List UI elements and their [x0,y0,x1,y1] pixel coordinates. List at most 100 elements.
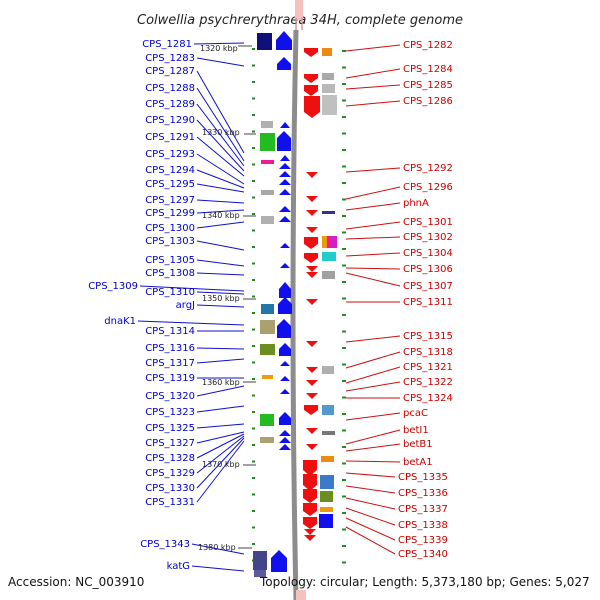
gene-label-forward[interactable]: CPS_1281 [142,39,192,50]
gene-feature[interactable] [322,48,332,56]
gene-feature[interactable] [260,437,274,443]
gene-arrow[interactable] [277,319,291,338]
gene-arrow[interactable] [304,48,318,57]
gene-label-forward[interactable]: CPS_1325 [145,423,195,434]
gene-label-reverse[interactable]: betI1 [403,425,429,436]
gene-label-forward[interactable]: CPS_1295 [145,179,195,190]
gene-label-reverse[interactable]: CPS_1285 [403,80,453,91]
gene-feature[interactable] [321,456,334,462]
gene-feature[interactable] [322,84,335,93]
gene-arrow[interactable] [279,282,291,298]
gene-feature[interactable] [322,252,336,261]
gene-label-reverse[interactable]: CPS_1302 [403,232,453,243]
gene-arrow[interactable] [304,529,316,535]
gene-label-forward[interactable]: CPS_1327 [145,438,195,449]
gene-arrow[interactable] [304,74,318,83]
gene-feature[interactable] [262,375,273,379]
gene-label-forward[interactable]: CPS_1288 [145,83,195,94]
gene-label-forward[interactable]: CPS_1293 [145,149,195,160]
gene-label-reverse[interactable]: CPS_1284 [403,64,453,75]
gene-label-reverse[interactable]: CPS_1336 [398,488,448,499]
gene-label-reverse[interactable]: CPS_1339 [398,535,448,546]
gene-feature[interactable] [322,95,337,115]
gene-arrow[interactable] [303,517,317,529]
gene-label-reverse[interactable]: CPS_1286 [403,96,453,107]
gene-arrow[interactable] [280,389,290,394]
gene-arrow[interactable] [279,437,291,443]
gene-label-forward[interactable]: CPS_1294 [145,165,195,176]
gene-arrow[interactable] [306,172,318,178]
gene-label-forward[interactable]: CPS_1303 [145,236,195,247]
gene-arrow[interactable] [304,253,318,263]
gene-label-reverse[interactable]: CPS_1340 [398,549,448,560]
gene-feature[interactable] [261,216,274,224]
gene-feature[interactable] [327,236,332,248]
gene-label-forward[interactable]: argJ [176,300,195,311]
gene-arrow[interactable] [306,210,318,216]
gene-arrow[interactable] [271,550,287,572]
gene-label-forward[interactable]: CPS_1290 [145,115,195,126]
gene-arrow[interactable] [279,343,291,356]
gene-label-reverse[interactable]: CPS_1335 [398,472,448,483]
gene-arrow[interactable] [280,376,290,381]
gene-label-reverse[interactable]: CPS_1292 [403,163,453,174]
gene-arrow[interactable] [280,361,290,366]
gene-feature[interactable] [261,160,274,164]
gene-label-reverse[interactable]: pcaC [403,408,428,419]
gene-feature[interactable] [261,121,273,128]
gene-label-forward[interactable]: dnaK1 [104,316,136,327]
gene-arrow[interactable] [279,171,291,177]
gene-arrow[interactable] [303,474,317,491]
gene-arrow[interactable] [306,380,318,386]
gene-label-reverse[interactable]: CPS_1321 [403,362,453,373]
gene-arrow[interactable] [279,216,291,222]
gene-arrow[interactable] [303,489,317,503]
gene-feature[interactable] [320,507,333,512]
gene-arrow[interactable] [279,163,291,169]
gene-feature[interactable] [254,570,266,577]
gene-arrow[interactable] [280,263,290,268]
gene-label-reverse[interactable]: betA1 [403,457,433,468]
gene-label-reverse[interactable]: phnA [403,198,429,209]
gene-arrow[interactable] [276,31,292,50]
gene-label-reverse[interactable]: CPS_1318 [403,347,453,358]
gene-arrow[interactable] [279,430,291,436]
gene-arrow[interactable] [280,122,290,128]
gene-feature[interactable] [261,304,274,314]
gene-feature[interactable] [322,366,334,374]
gene-label-forward[interactable]: CPS_1287 [145,66,195,77]
gene-arrow[interactable] [277,131,291,151]
gene-feature[interactable] [322,271,335,279]
gene-arrow[interactable] [280,243,290,248]
gene-feature[interactable] [320,491,333,502]
gene-arrow[interactable] [304,85,318,96]
gene-label-reverse[interactable]: CPS_1311 [403,297,453,308]
gene-label-forward[interactable]: CPS_1319 [145,373,195,384]
gene-label-reverse[interactable]: CPS_1304 [403,248,453,259]
gene-arrow[interactable] [278,297,292,314]
gene-arrow[interactable] [303,503,317,516]
gene-label-reverse[interactable]: CPS_1322 [403,377,453,388]
gene-label-forward[interactable]: CPS_1323 [145,407,195,418]
gene-label-forward[interactable]: katG [167,561,190,572]
gene-label-reverse[interactable]: betB1 [403,439,433,450]
gene-feature[interactable] [322,236,327,248]
gene-feature[interactable] [261,190,274,195]
gene-label-reverse[interactable]: CPS_1324 [403,393,453,404]
gene-arrow[interactable] [303,460,317,476]
gene-label-reverse[interactable]: CPS_1337 [398,504,448,515]
gene-label-forward[interactable]: CPS_1330 [145,483,195,494]
gene-arrow[interactable] [277,57,291,70]
gene-label-forward[interactable]: CPS_1308 [145,268,195,279]
gene-arrow[interactable] [279,444,291,450]
gene-arrow[interactable] [306,444,318,450]
gene-arrow[interactable] [279,206,291,212]
gene-feature[interactable] [260,344,275,355]
gene-arrow[interactable] [304,237,318,249]
gene-label-forward[interactable]: CPS_1316 [145,343,195,354]
gene-arrow[interactable] [306,367,318,373]
gene-label-forward[interactable]: CPS_1310 [145,287,195,298]
gene-label-forward[interactable]: CPS_1329 [145,468,195,479]
gene-arrow[interactable] [280,155,290,161]
gene-label-forward[interactable]: CPS_1289 [145,99,195,110]
